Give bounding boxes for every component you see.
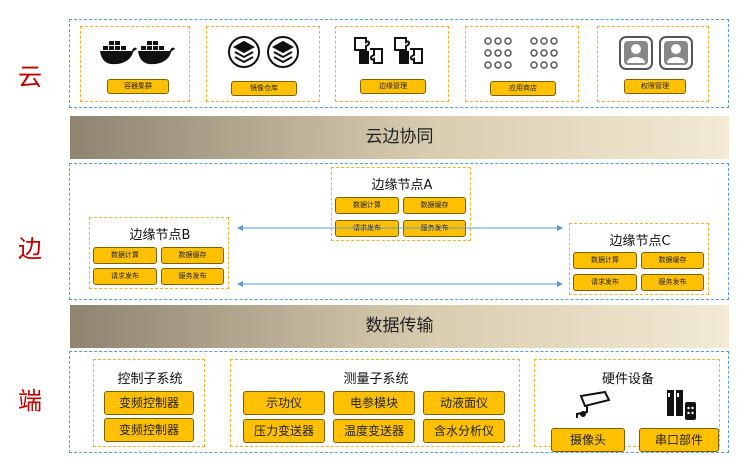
cloud-item-app-store[interactable]: 应用商店 bbox=[490, 81, 556, 96]
cloud-group-image-registry: 镜像仓库 bbox=[206, 26, 320, 102]
camera-icon bbox=[576, 390, 611, 418]
layers-icon bbox=[228, 36, 299, 68]
cloud-group-permission-management: 权限管理 bbox=[597, 26, 709, 102]
hardware-devices: 硬件设备 摄像头 串口部件 bbox=[534, 359, 720, 452]
edge-node-c: 边缘节点C 数据计算 数据缓存 请求发布 服务发布 bbox=[569, 223, 709, 295]
edge-node-b-data-compute[interactable]: 数据计算 bbox=[93, 247, 157, 264]
edge-node-b-service-publish[interactable]: 服务发布 bbox=[161, 268, 224, 285]
measurement-subsystem-title: 测量子系统 bbox=[343, 372, 409, 387]
serial-port-icon bbox=[667, 390, 696, 420]
measure-pressure-transmitter[interactable]: 压力变送器 bbox=[243, 419, 325, 443]
cloud-edge-collaboration-band: 云边协同 bbox=[70, 116, 729, 159]
cloud-tier: 容器集群 镜像仓库 边缘管理 bbox=[69, 19, 729, 108]
end-tier: 控制子系统 变频控制器 变频控制器 测量子系统 示功仪 电参模块 动液面仪 压力… bbox=[69, 351, 729, 453]
edge-node-a-title: 边缘节点A bbox=[371, 178, 433, 193]
edge-node-c-request-publish[interactable]: 请求发布 bbox=[573, 274, 637, 291]
measure-dynamometer[interactable]: 示功仪 bbox=[243, 391, 325, 415]
edge-node-b-data-cache[interactable]: 数据缓存 bbox=[161, 247, 224, 264]
edge-node-c-title: 边缘节点C bbox=[609, 234, 671, 249]
edge-node-a-data-cache[interactable]: 数据缓存 bbox=[403, 197, 466, 214]
user-permission-icon bbox=[619, 36, 693, 70]
hardware-devices-title: 硬件设备 bbox=[601, 372, 654, 387]
control-subsystem: 控制子系统 变频控制器 变频控制器 bbox=[93, 359, 205, 447]
control-subsystem-title: 控制子系统 bbox=[117, 372, 183, 387]
grid-apps-icon bbox=[484, 37, 558, 69]
cloud-item-edge-management[interactable]: 边缘管理 bbox=[360, 79, 426, 94]
docker-icon bbox=[100, 41, 175, 65]
end-tier-label: 端 bbox=[18, 387, 42, 415]
puzzle-icon bbox=[354, 37, 423, 64]
measure-fluid-level-meter[interactable]: 动液面仪 bbox=[423, 391, 505, 415]
hardware-serial-port[interactable]: 串口部件 bbox=[639, 428, 719, 452]
cloud-item-image-registry[interactable]: 镜像仓库 bbox=[231, 81, 297, 96]
cloud-item-container-cluster[interactable]: 容器集群 bbox=[107, 79, 169, 94]
cloud-group-app-store: 应用商店 bbox=[465, 26, 579, 102]
cloud-group-edge-management: 边缘管理 bbox=[335, 26, 449, 102]
edge-node-b-title: 边缘节点B bbox=[129, 228, 191, 243]
edge-node-b: 边缘节点B 数据计算 数据缓存 请求发布 服务发布 bbox=[89, 217, 229, 289]
data-transfer-band: 数据传输 bbox=[70, 305, 729, 348]
cloud-tier-label: 云 bbox=[18, 63, 42, 91]
control-vfd-1[interactable]: 变频控制器 bbox=[104, 391, 194, 415]
edge-node-b-request-publish[interactable]: 请求发布 bbox=[93, 268, 157, 285]
cloud-item-permission-management[interactable]: 权限管理 bbox=[624, 79, 686, 94]
measure-temperature-transmitter[interactable]: 温度变送器 bbox=[333, 419, 415, 443]
edge-node-a-data-compute[interactable]: 数据计算 bbox=[335, 197, 399, 214]
edge-tier: 边缘节点A 数据计算 数据缓存 请求发布 服务发布 边缘节点B 数据计算 数据缓… bbox=[69, 163, 729, 300]
measurement-subsystem: 测量子系统 示功仪 电参模块 动液面仪 压力变送器 温度变送器 含水分析仪 bbox=[230, 359, 520, 447]
measure-electrical-module[interactable]: 电参模块 bbox=[333, 391, 415, 415]
edge-node-c-data-cache[interactable]: 数据缓存 bbox=[641, 252, 704, 269]
edge-node-links bbox=[237, 225, 563, 287]
edge-tier-label: 边 bbox=[18, 235, 42, 263]
hardware-camera[interactable]: 摄像头 bbox=[551, 428, 625, 452]
control-vfd-2[interactable]: 变频控制器 bbox=[104, 418, 194, 442]
edge-node-c-service-publish[interactable]: 服务发布 bbox=[641, 274, 704, 291]
measure-water-cut-analyzer[interactable]: 含水分析仪 bbox=[423, 419, 505, 443]
cloud-group-container-cluster: 容器集群 bbox=[80, 26, 190, 102]
edge-node-c-data-compute[interactable]: 数据计算 bbox=[573, 252, 637, 269]
